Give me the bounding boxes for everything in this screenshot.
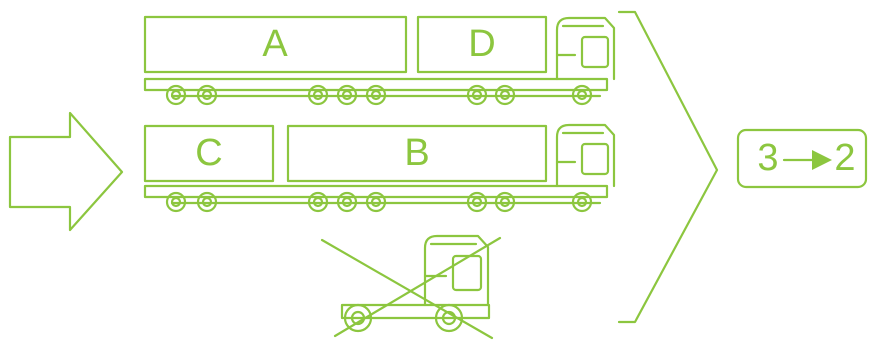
tractor-unit-removed — [322, 236, 500, 338]
truck-top: A D — [145, 17, 614, 104]
result-to: 2 — [834, 137, 855, 179]
cross-icon — [322, 238, 500, 338]
container-b-label: B — [404, 132, 429, 174]
truck-cab — [557, 18, 614, 79]
container-d-label: D — [468, 23, 495, 65]
result-box: 3 2 — [738, 130, 866, 187]
truck-cab — [425, 236, 488, 305]
bracket-icon — [619, 12, 717, 322]
container-c-label: C — [195, 132, 222, 174]
container-a-label: A — [262, 23, 288, 65]
arrow-right-icon — [10, 113, 122, 230]
result-from: 3 — [757, 137, 778, 179]
truck-middle: C B — [145, 125, 614, 211]
truck-cab — [557, 125, 614, 186]
arrow-right-icon — [784, 150, 832, 170]
